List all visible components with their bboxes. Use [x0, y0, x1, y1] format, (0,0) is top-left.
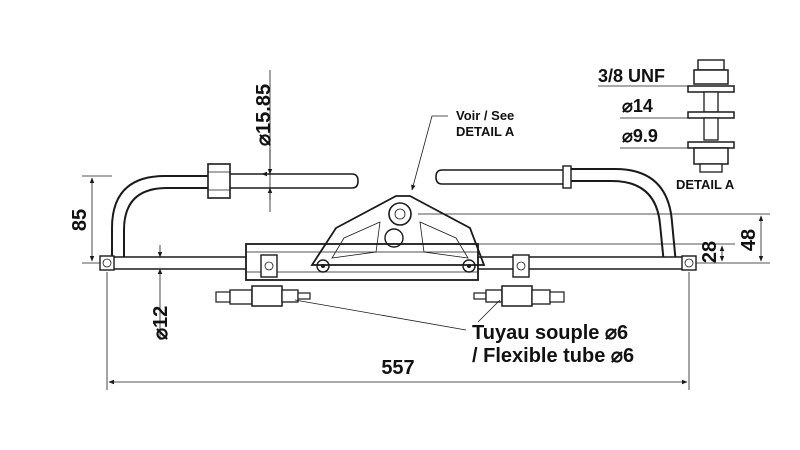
hose-label-fr: Tuyau souple ⌀6: [472, 322, 628, 344]
detail-a-drawing: [598, 59, 735, 173]
detail-a-diameter-14: ⌀14: [622, 96, 653, 116]
dim-overall-length: 557: [381, 357, 414, 379]
dimension-lines: [82, 70, 770, 390]
cylinder-assembly: [99, 163, 697, 307]
dim-height-48: 48: [738, 229, 760, 251]
detail-a-title: DETAIL A: [676, 177, 735, 192]
right-hose-fitting: [473, 285, 565, 307]
dim-height-85: 85: [69, 209, 91, 231]
see-detail-line1: Voir / See: [456, 108, 514, 123]
see-detail-line2: DETAIL A: [456, 124, 515, 139]
detail-a-thread: 3/8 UNF: [598, 66, 665, 86]
dim-rod-diameter: ⌀12: [150, 306, 172, 340]
left-hose-fitting: [215, 285, 311, 307]
detail-a-diameter-9-9: ⌀9.9: [622, 126, 658, 146]
hose-label-en: / Flexible tube ⌀6: [472, 345, 634, 367]
dim-tube-diameter: ⌀15.85: [253, 84, 275, 146]
dim-height-28: 28: [699, 241, 721, 263]
